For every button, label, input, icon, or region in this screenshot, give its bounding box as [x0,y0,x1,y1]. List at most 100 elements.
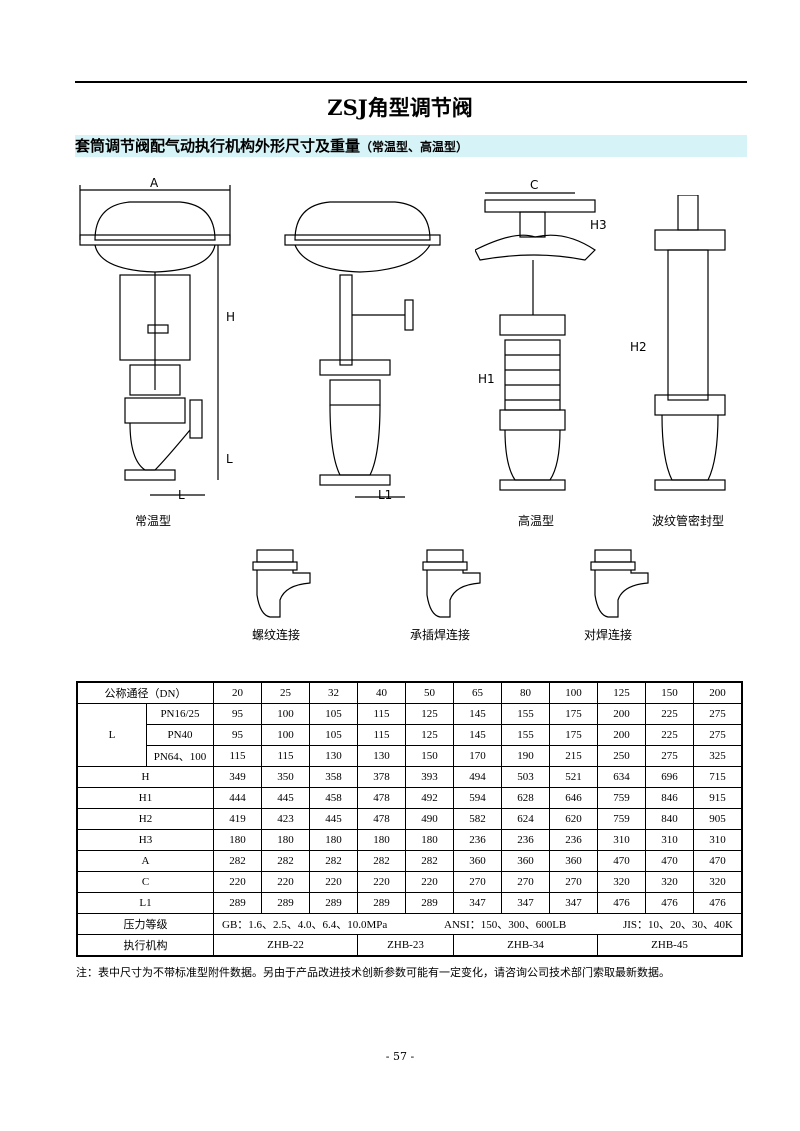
caption-bellows: 波纹管密封型 [652,514,725,528]
dim-label-C: C [530,178,539,192]
table-cell: 349 [213,766,262,788]
header-rule [75,81,747,83]
row-header: L [76,703,147,767]
table-cell: 503 [501,766,550,788]
page-number: - 57 - [385,1050,415,1063]
table-cell: 289 [261,892,310,914]
table-cell: 347 [549,892,598,914]
table-cell: 905 [693,808,743,830]
table-cell: 620 [549,808,598,830]
high-temp-valve-drawing [475,192,596,491]
table-cell: 310 [693,829,743,851]
table-cell: 759 [597,808,646,830]
dim-label-A: A [150,176,159,190]
table-cell: 220 [357,871,406,893]
table-cell: 289 [213,892,262,914]
table-cell: 360 [453,850,502,872]
dim-label-H1: H1 [478,372,495,386]
actuator-cell: ZHB-23 [357,934,454,957]
header-cell: 80 [501,681,550,704]
table-cell: 220 [261,871,310,893]
table-cell: 275 [645,745,694,767]
table-cell: 170 [453,745,502,767]
table-cell: 646 [549,787,598,809]
row-header: H2 [76,808,214,830]
table-cell: 236 [453,829,502,851]
table-cell: 634 [597,766,646,788]
table-cell: 289 [405,892,454,914]
table-cell: 225 [645,703,694,725]
table-cell: 282 [405,850,454,872]
row-header: H1 [76,787,214,809]
table-cell: 582 [453,808,502,830]
table-cell: 130 [357,745,406,767]
table-cell: 310 [597,829,646,851]
table-cell: 289 [309,892,358,914]
table-cell: 846 [645,787,694,809]
table-cell: 624 [501,808,550,830]
table-cell: 145 [453,703,502,725]
table-cell: 180 [213,829,262,851]
row-subheader: PN16/25 [146,703,214,725]
table-cell: 145 [453,724,502,746]
dim-label-H2: H2 [630,340,647,354]
section-heading: 套筒调节阀配气动执行机构外形尺寸及重量（常温型、高温型） [75,135,747,157]
table-cell: 476 [693,892,743,914]
table-cell: 150 [405,745,454,767]
table-cell: 220 [405,871,454,893]
section-title: 套筒调节阀配气动执行机构外形尺寸及重量 [75,137,361,155]
table-cell: 100 [261,703,310,725]
caption-butt: 对焊连接 [584,628,633,642]
header-cell: 40 [357,681,406,704]
table-cell: 236 [549,829,598,851]
table-cell: 492 [405,787,454,809]
page-title: ZSJ角型调节阀 [327,95,473,120]
table-cell: 478 [357,808,406,830]
table-cell: 358 [309,766,358,788]
actuator-cell: ZHB-22 [213,934,358,957]
table-cell: 628 [501,787,550,809]
table-cell: 282 [357,850,406,872]
bellows-valve-drawing [654,195,726,491]
row-header: 公称通径（DN） [76,681,214,704]
header-cell: 20 [213,681,262,704]
table-cell: 320 [645,871,694,893]
table-cell: 155 [501,724,550,746]
table-cell: 715 [693,766,743,788]
header-cell: 125 [597,681,646,704]
dim-label-L-bottom: L [178,488,185,502]
table-cell: 105 [309,724,358,746]
table-cell: 378 [357,766,406,788]
table-cell: 289 [357,892,406,914]
table-cell: 220 [309,871,358,893]
table-cell: 476 [645,892,694,914]
table-cell: 490 [405,808,454,830]
table-cell: 759 [597,787,646,809]
table-cell: 282 [213,850,262,872]
table-cell: 320 [597,871,646,893]
table-cell: 478 [357,787,406,809]
table-cell: 270 [453,871,502,893]
table-cell: 225 [645,724,694,746]
side-valve-drawing [284,201,441,498]
caption-socket: 承插焊连接 [410,628,471,642]
row-header: 执行机构 [76,934,214,957]
table-cell: 521 [549,766,598,788]
table-cell: 100 [261,724,310,746]
table-cell: 444 [213,787,262,809]
table-cell: 180 [357,829,406,851]
table-cell: 130 [309,745,358,767]
butt-weld-drawing [590,549,649,618]
table-cell: 282 [261,850,310,872]
table-cell: 445 [261,787,310,809]
